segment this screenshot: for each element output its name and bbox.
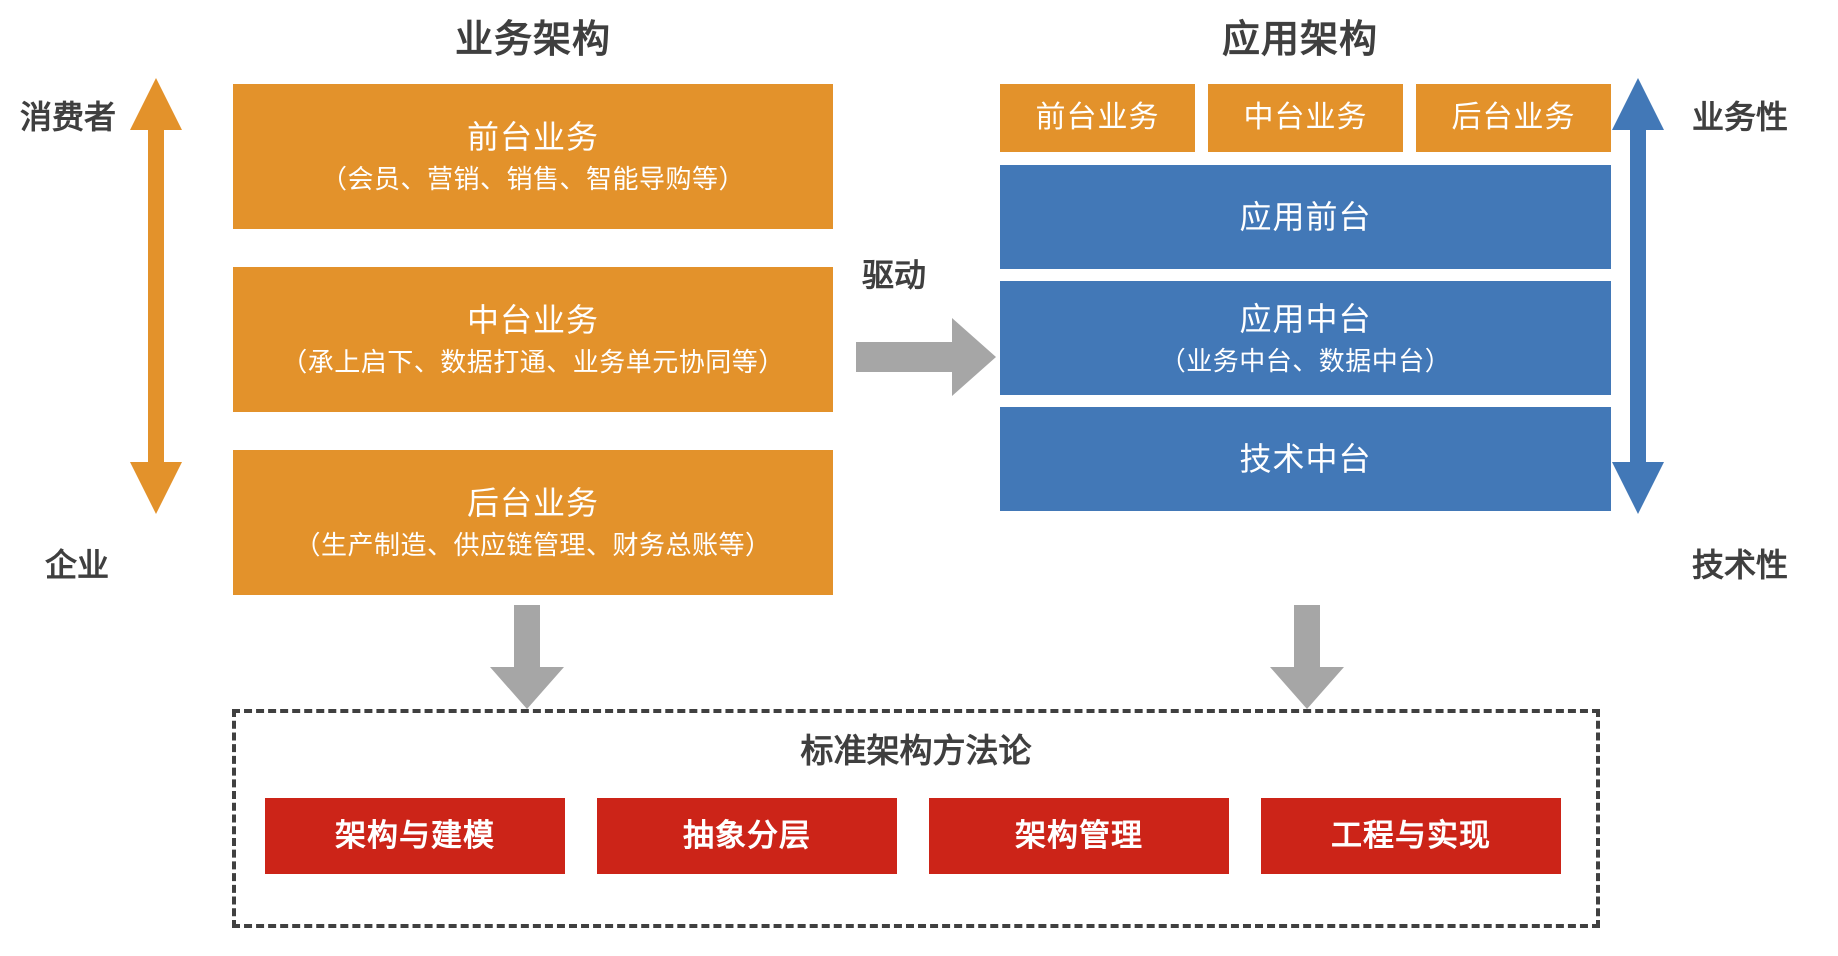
business-layer-back-detail: （生产制造、供应链管理、财务总账等） [294,530,772,561]
business-layer-middle[interactable]: 中台业务 （承上启下、数据打通、业务单元协同等） [233,267,833,412]
application-layer-front[interactable]: 应用前台 [1000,165,1611,269]
application-tab-back[interactable]: 后台业务 [1416,84,1611,152]
application-tab-back-label: 后台业务 [1451,101,1576,135]
down-arrow-icon-application [1270,605,1344,714]
business-layer-back-title: 后台业务 [466,485,599,522]
methodology-pillar-architecture-modeling[interactable]: 架构与建模 [265,798,565,874]
business-layer-front-title: 前台业务 [466,119,599,156]
application-architecture-title: 应用架构 [1221,19,1378,61]
axis-label-technical-nature: 技术性 [1692,547,1789,583]
right-arrow-icon [856,318,996,401]
methodology-title: 标准架构方法论 [800,732,1032,769]
business-layer-front[interactable]: 前台业务 （会员、营销、销售、智能导购等） [233,84,833,229]
business-to-technical-axis-arrow [1612,78,1664,519]
methodology-pillar-abstraction-layering[interactable]: 抽象分层 [597,798,897,874]
methodology-pillar-architecture-management[interactable]: 架构管理 [929,798,1229,874]
business-layer-middle-title: 中台业务 [466,302,599,339]
methodology-pillar-2-label: 架构管理 [1015,817,1143,853]
axis-label-business-nature: 业务性 [1692,99,1789,135]
methodology-pillar-1-label: 抽象分层 [683,817,811,853]
application-layer-technical-title: 技术中台 [1239,441,1372,477]
methodology-container [232,709,1600,928]
application-tab-middle-label: 中台业务 [1243,101,1368,135]
methodology-pillar-engineering-implementation[interactable]: 工程与实现 [1261,798,1561,874]
application-layer-middle-detail: （业务中台、数据中台） [1159,345,1452,376]
application-tab-front-label: 前台业务 [1035,101,1160,135]
business-layer-front-detail: （会员、营销、销售、智能导购等） [320,164,745,195]
axis-label-consumer: 消费者 [20,99,117,135]
drive-connector-label: 驱动 [862,257,927,293]
consumer-to-enterprise-axis-arrow [130,78,182,519]
down-arrow-icon-business [490,605,564,714]
business-layer-back[interactable]: 后台业务 （生产制造、供应链管理、财务总账等） [233,450,833,595]
application-layer-technical[interactable]: 技术中台 [1000,407,1611,511]
methodology-pillar-0-label: 架构与建模 [335,817,495,853]
application-layer-middle-title: 应用中台 [1239,300,1372,337]
application-layer-front-title: 应用前台 [1239,199,1372,235]
application-tab-front[interactable]: 前台业务 [1000,84,1195,152]
application-layer-middle[interactable]: 应用中台 （业务中台、数据中台） [1000,281,1611,395]
business-architecture-title: 业务架构 [454,19,611,61]
axis-label-enterprise: 企业 [45,547,110,583]
business-layer-middle-detail: （承上启下、数据打通、业务单元协同等） [281,347,785,378]
methodology-pillar-3-label: 工程与实现 [1331,817,1491,853]
application-tab-middle[interactable]: 中台业务 [1208,84,1403,152]
